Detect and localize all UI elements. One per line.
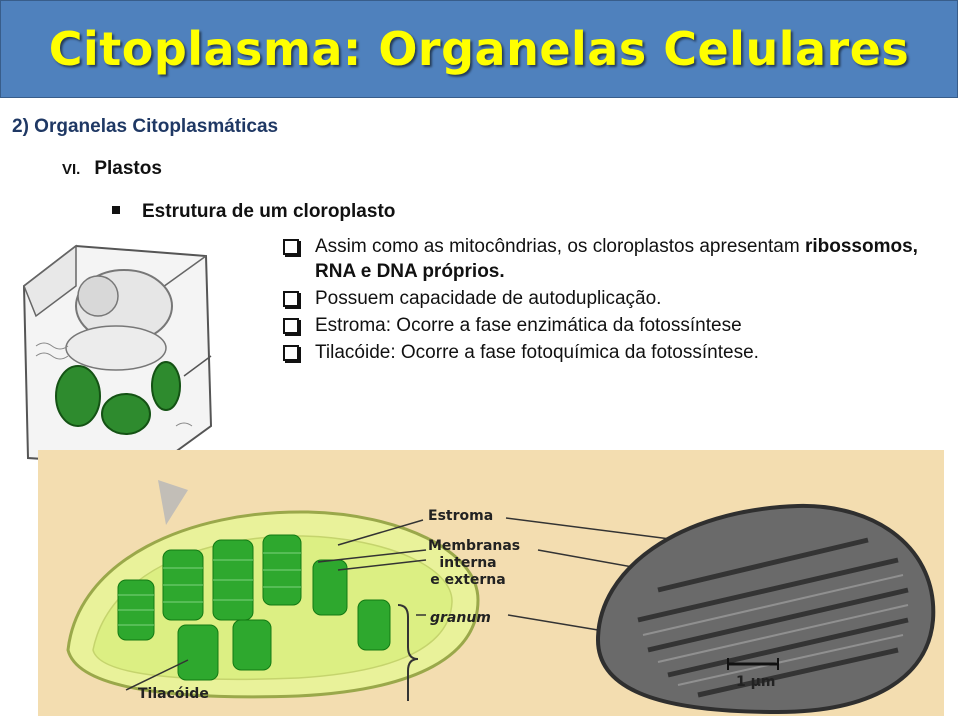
list-item: Estroma: Ocorre a fase enzimática da fot…: [283, 313, 923, 338]
subsection-label: Plastos: [94, 158, 162, 179]
label-granum: granum: [430, 610, 491, 626]
points-list: Assim como as mitocôndrias, os cloroplas…: [283, 234, 923, 367]
checkbox-bullet-icon: [283, 239, 299, 255]
subsection-numeral: VI.: [62, 161, 81, 178]
label-tilacoide: Tilacóide: [138, 686, 209, 702]
topic-label: Estrutura de um cloroplasto: [142, 201, 396, 222]
plant-cell-illustration: [22, 244, 213, 468]
label-scale: 1 µm: [736, 674, 776, 690]
section-title: 2) Organelas Citoplasmáticas: [12, 116, 279, 137]
list-item: Tilacóide: Ocorre a fase fotoquímica da …: [283, 340, 923, 365]
title-bar: Citoplasma: Organelas Celulares: [0, 0, 958, 98]
list-item: Assim como as mitocôndrias, os cloroplas…: [283, 234, 923, 284]
checkbox-bullet-icon: [283, 345, 299, 361]
topic: Estrutura de um cloroplasto: [112, 201, 395, 223]
checkbox-bullet-icon: [283, 291, 299, 307]
label-estroma: Estroma: [428, 508, 494, 524]
checkbox-bullet-icon: [283, 318, 299, 334]
square-bullet-icon: [112, 205, 120, 214]
chloroplast-diagram: [66, 480, 936, 715]
slide-title: Citoplasma: Organelas Celulares: [48, 22, 910, 76]
chloroplast-figure: Estroma Membranas interna e externa gran…: [38, 450, 944, 716]
subsection: VI. Plastos: [62, 158, 162, 180]
list-item: Possuem capacidade de autoduplicação.: [283, 286, 923, 311]
label-membranas: Membranas interna e externa: [428, 538, 521, 588]
